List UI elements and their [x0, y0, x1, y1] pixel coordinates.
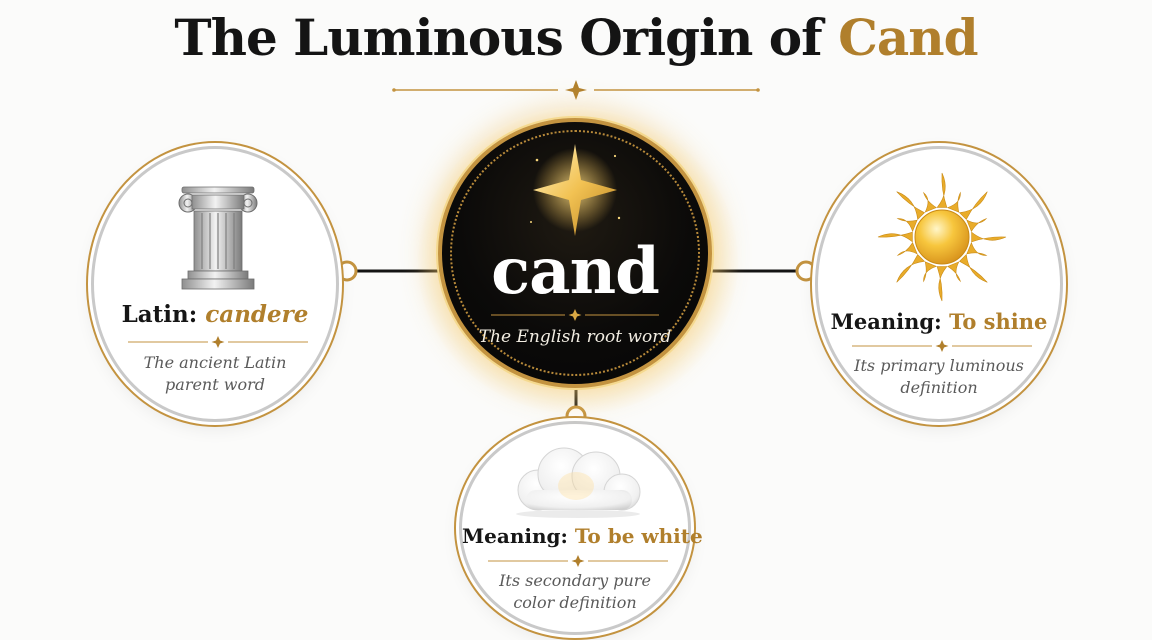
connector-dot-right: [795, 260, 817, 282]
white-desc-line-1: Its secondary pure: [499, 571, 651, 590]
white-description: Its secondary pure color definition: [462, 570, 688, 614]
shine-description: Its primary luminous definition: [818, 355, 1060, 399]
center-subtitle: The English root word: [478, 327, 672, 347]
divider-star-icon: [565, 80, 587, 100]
title-prefix: The Luminous Origin of: [174, 8, 822, 67]
latin-desc-line-1: The ancient Latin: [143, 353, 287, 372]
title-accent: Cand: [838, 8, 979, 67]
shine-label-value: To shine: [949, 309, 1048, 334]
white-label: Meaning: To be white: [462, 524, 703, 548]
node-meaning-white: Meaning: To be white Its secondary pure …: [459, 421, 703, 635]
sun-ray: [946, 191, 961, 213]
sun-ray: [966, 217, 988, 232]
latin-label-key: Latin:: [121, 301, 198, 328]
latin-desc-line-2: parent word: [165, 375, 265, 394]
center-node: cand The English root word: [438, 118, 712, 388]
node-meaning-shine: Meaning: To shine Its primary luminous d…: [815, 146, 1063, 422]
ionic-column-icon: [178, 186, 258, 290]
sun-ray: [947, 261, 962, 283]
latin-label: Latin: candere: [94, 301, 336, 328]
sun-ray: [877, 231, 913, 243]
latin-rule-star-icon: [211, 336, 225, 348]
sun-ray: [966, 241, 988, 256]
diagram-title: The Luminous Origin of Cand: [0, 8, 1152, 67]
white-desc-line-2: color definition: [513, 593, 637, 612]
center-rule-star-icon: [568, 309, 582, 321]
white-label-key: Meaning:: [462, 524, 568, 548]
center-dotted-ring: [450, 130, 700, 376]
latin-description: The ancient Latin parent word: [94, 352, 336, 396]
sun-ray: [896, 191, 925, 221]
center-rule: [491, 309, 659, 321]
latin-rule: [128, 336, 308, 348]
shine-rule-star-icon: [935, 340, 949, 352]
connector-dot-left: [336, 260, 358, 282]
sun-ray: [896, 254, 926, 283]
cloud-icon: [516, 447, 641, 518]
white-rule-star-icon: [571, 555, 585, 567]
shine-desc-line-2: definition: [900, 378, 978, 397]
sun-ray: [971, 231, 1007, 243]
sun-ray: [936, 172, 948, 208]
center-root-word: cand: [491, 234, 660, 309]
sun-ray: [896, 218, 918, 233]
sun-ray: [959, 253, 988, 283]
shine-label-key: Meaning:: [830, 309, 942, 334]
star-icon: [530, 144, 621, 236]
title-divider: [392, 80, 760, 100]
sun-ray: [923, 261, 938, 283]
sun-ray: [896, 242, 918, 257]
shine-rule: [852, 340, 1032, 352]
shine-desc-line-1: Its primary luminous: [854, 356, 1024, 375]
white-label-value: To be white: [574, 524, 703, 548]
sun-ray: [936, 266, 948, 302]
sun-ray: [922, 191, 937, 213]
node-latin: Latin: candere The ancient Latin parent …: [91, 146, 339, 422]
shine-label: Meaning: To shine: [818, 309, 1060, 334]
sun-ray: [958, 191, 988, 220]
latin-label-value: candere: [205, 301, 309, 328]
white-rule: [488, 555, 668, 567]
sun-icon: [877, 172, 1007, 302]
